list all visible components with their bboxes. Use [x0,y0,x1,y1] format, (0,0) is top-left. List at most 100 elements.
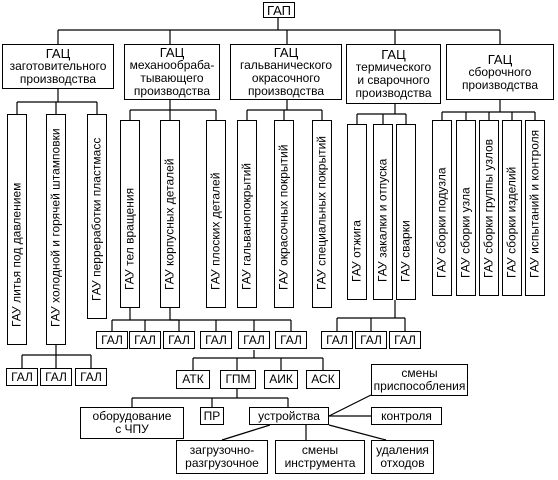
devices-label: устройства [258,408,320,423]
gau-label: ГАУ закалки и отпуска [375,158,390,282]
robot-pr: ПР [200,407,224,425]
cnc-equipment: оборудование с ЧПУ [80,407,184,439]
root-node: ГАП [263,2,295,18]
gau-box: ГАУ окрасочных покрытий [274,120,294,308]
gau-label: ГАУ окрасочных покрытий [276,144,291,290]
gau-label: ГАУ корпусных деталей [162,158,177,290]
gal-label: ГАЛ [134,332,156,347]
gal-box: ГАЛ [355,331,387,349]
gal-box: ГАЛ [6,368,38,386]
gac-text: гальванического окрасочного производства [239,58,333,98]
gal-box: ГАЛ [163,331,195,349]
system-ask: АСК [306,370,340,389]
gac-thermal-welding: ГАЦ термического и сварочного производст… [346,44,441,104]
gac-galvanic: ГАЦ гальванического окрасочного производ… [230,44,342,100]
fixture-change: смены приспособления [371,364,468,396]
gac-title: ГАЦ [487,51,513,67]
gal-box: ГАЛ [129,331,161,349]
gal-label: ГАЛ [11,369,33,384]
gau-label: ГАУ гальванопокрытий [239,162,254,290]
gac-assembly: ГАЦ сборочного производства [446,44,554,100]
gal-label: ГАЛ [101,332,123,347]
gal-box: ГАЛ [75,368,107,386]
gac-text: термического и сварочного производства [355,60,432,100]
gau-label: ГАУ отжига [349,220,364,282]
gal-label: ГАЛ [360,332,382,347]
gau-box: ГАУ холодной и горячей штамповки [46,114,66,345]
system-aik: АИК [264,370,298,389]
gau-box: ГАУ отжига [347,124,367,300]
gau-box: ГАУ гальванопокрытий [237,120,257,308]
gal-box: ГАЛ [200,331,232,349]
gac-text: сборочного производства [461,64,539,92]
system-gpm: ГПМ [220,370,256,389]
gau-box: ГАУ плоских деталей [206,120,226,308]
devices: устройства [249,407,329,425]
control-label: контроля [381,408,432,423]
gau-box: ГАУ закалки и отпуска [373,124,393,300]
gau-box: ГАУ тел вращения [120,120,140,308]
gac-title: ГАЦ [159,45,185,60]
gal-box: ГАЛ [275,331,307,349]
gal-box: ГАЛ [321,331,353,349]
gau-label: ГАУ плоских деталей [208,172,223,290]
gal-label: ГАЛ [243,332,265,347]
system-atk: АТК [176,370,210,389]
system-label: АИК [269,372,293,386]
system-label: АТК [182,372,204,386]
gac-procurement: ГАЦ заготовительного производства [2,44,114,89]
gau-label: ГАУ сварки [398,220,413,282]
gau-box: ГАУ специальных покрытий [312,120,332,308]
gal-label: ГАЛ [394,332,416,347]
gal-label: ГАЛ [326,332,348,347]
loading-label: загрузочно- разгрузочное [185,443,259,470]
system-label: ГПМ [225,372,251,386]
gau-label: ГАУ сборки подузла [434,167,449,278]
waste-removal: удаления отходов [371,440,434,474]
gau-label: ГАУ перрерaботки пластмасс [89,137,104,301]
gal-label: ГАЛ [45,369,67,384]
gal-label: ГАЛ [80,369,102,384]
gau-box: ГАУ корпусных деталей [160,120,180,308]
gac-title: ГАЦ [273,45,299,60]
gau-label: ГАУ тел вращения [122,187,137,290]
gal-label: ГАЛ [205,332,227,347]
gal-box: ГАЛ [40,368,72,386]
gau-box: ГАУ сборки изделий [502,120,522,296]
gau-label: ГАУ литья под давлением [9,182,24,327]
gal-label: ГАЛ [280,332,302,347]
gau-box: ГАУ сборки подузла [432,120,452,296]
gac-machining: ГАЦ механообраба- тывающего производства [124,44,220,100]
gal-label: ГАЛ [168,332,190,347]
root-label: ГАП [266,2,292,18]
tool-change: смены инструмента [275,440,365,474]
waste-label: удаления отходов [376,443,429,470]
gac-title: ГАЦ [45,46,71,61]
gau-box: ГАУ перрерaботки пластмасс [87,114,107,319]
gau-box: ГАУ испытаний и контроля [525,120,545,296]
system-label: АСК [311,372,335,386]
gac-text: механообраба- тывающего производства [129,58,215,98]
gac-text: заготовительного производства [9,59,107,86]
loading: загрузочно- разгрузочное [176,440,268,474]
cnc-label: оборудование с ЧПУ [92,409,172,436]
gau-label: ГАУ холодной и горячей штамповки [48,128,63,327]
control: контроля [371,407,442,425]
gau-box: ГАУ сборки узла [456,120,476,296]
fixture-change-label: смены приспособления [373,366,466,393]
gau-box: ГАУ сварки [396,124,416,300]
gau-label: ГАУ испытаний и контроля [527,129,542,278]
gac-title: ГАЦ [381,47,406,62]
gau-label: ГАУ сборки изделий [504,166,519,278]
gal-box: ГАЛ [96,331,128,349]
gau-box: ГАУ литья под давлением [7,114,27,345]
gau-box: ГАУ сборки группы узлов [479,120,499,296]
gau-label: ГАУ сборки узла [458,187,473,278]
gau-label: ГАУ специальных покрытий [314,135,329,290]
gau-label: ГАУ сборки группы узлов [481,138,496,278]
tool-change-label: смены инструмента [284,443,356,470]
gal-box: ГАЛ [389,331,421,349]
gal-box: ГАЛ [238,331,270,349]
